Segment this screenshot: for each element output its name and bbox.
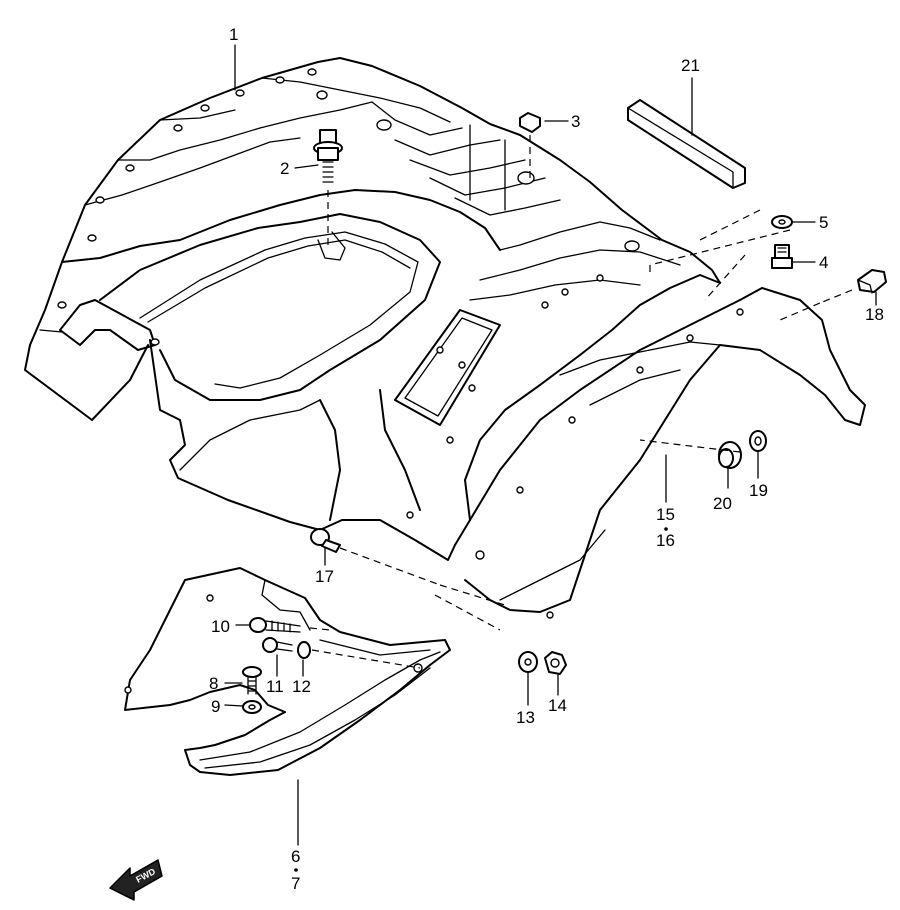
nut-3 (519, 112, 541, 178)
nut-14 (544, 651, 567, 675)
callout-5: 5 (819, 213, 828, 232)
screw-17 (310, 528, 341, 553)
callout-7: 7 (291, 874, 300, 893)
front-direction-arrow-icon: FWD (109, 859, 163, 901)
bolt-2 (313, 129, 343, 248)
bolt-4 (771, 244, 793, 269)
mud-guard-extension (464, 287, 866, 619)
callout-20: 20 (713, 494, 732, 513)
collar-20 (718, 441, 742, 469)
callout-17: 17 (315, 567, 334, 586)
callout-6: 6 (291, 847, 300, 866)
bolt-18 (819, 269, 887, 304)
callout-3: 3 (571, 112, 580, 131)
foam-strip-21 (627, 99, 746, 189)
screw-11 (262, 637, 293, 653)
callout-8: 8 (209, 674, 218, 693)
screw-10 (249, 617, 301, 633)
screw-8 (242, 666, 262, 695)
rear-fender-body (24, 57, 721, 561)
callout-14: 14 (548, 696, 567, 715)
callout-13: 13 (516, 708, 535, 727)
callout-21: 21 (681, 56, 700, 75)
callout-labels: 1 2 3 4 5 6 7 8 9 10 11 12 13 14 15 16 1… (209, 25, 884, 893)
callout-4: 4 (819, 253, 828, 272)
washer-12 (297, 641, 311, 659)
assembly-lines (309, 209, 821, 669)
callout-15: 15 (656, 505, 675, 524)
leader-lines (224, 44, 877, 846)
mud-flap (124, 567, 451, 776)
callout-separator-dot (664, 527, 668, 531)
callout-10: 10 (211, 617, 230, 636)
callout-separator-dot (294, 868, 298, 872)
callout-12: 12 (292, 677, 311, 696)
callout-1: 1 (229, 25, 238, 44)
callout-11: 11 (266, 677, 284, 696)
callout-16: 16 (656, 531, 675, 550)
callout-18: 18 (865, 305, 884, 324)
callout-9: 9 (211, 697, 220, 716)
callout-2: 2 (280, 159, 289, 178)
callout-19: 19 (749, 481, 768, 500)
